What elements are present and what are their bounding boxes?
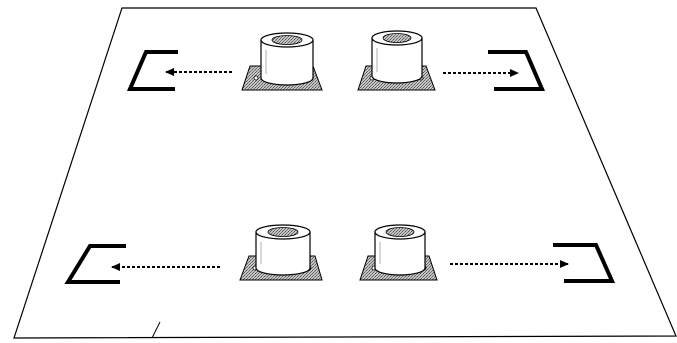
cylinder (260, 32, 314, 86)
bracket-top-right (488, 50, 546, 91)
bracket-bottom-left (64, 244, 126, 284)
cylinder (255, 224, 311, 276)
mount-top-right (357, 30, 436, 91)
cylinder (371, 30, 423, 84)
mount-top-left (241, 32, 323, 91)
bracket-top-left (126, 50, 178, 91)
platform-plate (13, 7, 677, 339)
bracket-bottom-right (553, 243, 616, 283)
cylinder (374, 224, 426, 276)
mount-bottom-right (359, 224, 438, 281)
mount-bottom-left (239, 224, 323, 281)
plate-tick-mark (151, 321, 161, 339)
